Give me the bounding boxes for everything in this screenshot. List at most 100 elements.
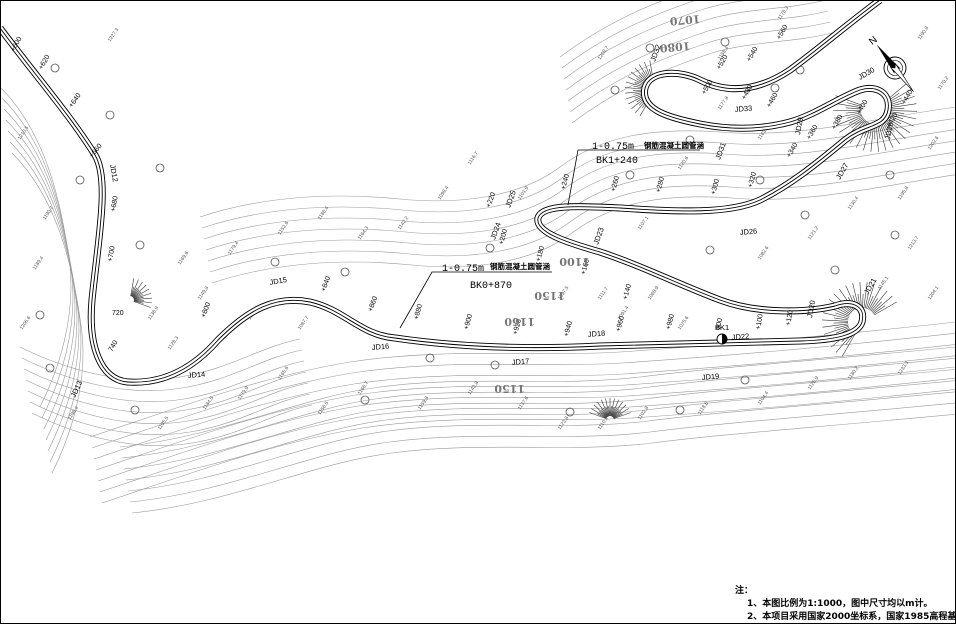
slope-tick [862,293,864,309]
slope-tick [884,120,895,133]
slope-tick [869,298,878,311]
culvert-2-type: 钢筋混凝土圆管涵 [490,261,550,271]
slope-tick [132,289,140,298]
chainage-main: +100 [755,313,765,330]
contour-line [201,117,956,229]
culvert-1-type: 钢筋混凝土圆管涵 [644,140,704,150]
spot-elevation: 1118.6 [697,401,710,417]
slope-tick [593,404,608,418]
slope-tick [888,113,904,120]
benchmark-label: BK1 [715,323,729,332]
contour-line [1,97,74,419]
slope-tick [872,295,893,314]
slope-tick [132,284,147,298]
contour-line [93,344,956,460]
slope-tick [886,117,911,134]
jd-label: JD30 [857,65,877,82]
contour-label: 1070 [669,12,701,28]
road-alignment [0,0,892,386]
slope-tick [888,103,917,109]
chainage-main: +860 [367,295,379,312]
slope-tick [888,111,905,114]
slope-tick [873,301,897,316]
spot-elevation: 1082.6 [757,245,771,261]
chainage-main: 000 [715,318,724,331]
contour-line [127,391,956,492]
contour-line [569,21,831,113]
jd-label: JD22 [731,332,749,342]
chainage-upper: +320 [747,171,758,188]
contour-line [123,369,956,470]
chainage-upper: +300 [710,178,721,195]
slope-tick [597,401,608,417]
slope-tick [866,283,875,309]
spot-elevation: 1206.6 [19,315,33,331]
spot-elevation: 1202.6 [927,135,941,151]
slope-tick [613,413,623,419]
notes-line-2: 2、本项目采用国家2000坐标系，国家1985高程基准。 [747,612,956,622]
chainage-upper: +540 [746,46,760,63]
spot-elevation: 1164.3 [357,225,371,241]
contour-label: 1100 [559,255,590,268]
culvert-callout-1: 1-0.75m 钢筋混凝土圆管涵 BK1+240 [567,140,704,206]
survey-marker [425,353,435,363]
survey-marker [720,37,730,47]
slope-tick [888,112,917,120]
survey-markers [35,37,900,417]
slope-tick [630,71,646,84]
chainage-main: +160 [580,258,591,275]
slope-tick [835,312,849,318]
slope-tick [627,76,645,85]
slope-tick [833,317,849,321]
slope-tick [848,116,863,124]
slope-tick [600,409,608,418]
chainage-main: +620 [38,54,52,71]
spot-elevation: 1130.4 [847,195,861,211]
survey-marker [705,245,715,255]
chainage-upper: +560 [776,24,790,41]
slope-tick [602,407,609,417]
spot-elevation: 1087.7 [297,315,311,331]
slope-tick [612,401,623,417]
contour-line [97,366,956,482]
spot-elevation: 1184.5 [202,395,216,411]
slope-tick [888,110,917,112]
contour-line [101,389,956,504]
slope-tick [851,118,865,129]
slope-tick [883,121,900,145]
road-centerline [0,0,889,383]
jd-label: JD20 [805,300,817,319]
contour-line [3,108,76,430]
slope-tick [634,67,648,82]
jd-label: JD15 [269,275,288,287]
contour-line [7,130,80,452]
slope-tick [130,286,135,297]
contour-line [9,141,82,463]
slope-tick [873,305,886,315]
chainage-main: +200 [498,228,509,245]
slope-tick [880,122,894,148]
contour-label: 1080 [659,39,691,55]
chainage-main: +920 [512,318,523,335]
chainage-upper: +380 [831,114,845,131]
spot-elevation: 1209.7 [597,45,611,61]
slope-tick [888,95,915,106]
slope-tick [625,87,644,90]
notes-line-1: 1、本图比例为1:1000，图中尺寸均以m计。 [747,599,933,609]
slope-tick [887,115,914,127]
slope-tick [598,411,608,418]
contour-line [131,413,956,514]
slope-tick [878,123,887,151]
chainage-main: +140 [622,283,633,300]
spot-elevation: 1210.5 [17,125,31,141]
survey-marker [645,43,655,53]
culvert-callout-2: 1-0.75m 钢筋混凝土圆管涵 BK0+870 [399,261,552,329]
slope-tick [839,117,864,133]
slope-tick [875,123,879,152]
slope-tick [611,399,619,417]
slope-tick [613,408,629,419]
slope-tick [605,398,610,417]
slope-tick [834,324,849,329]
